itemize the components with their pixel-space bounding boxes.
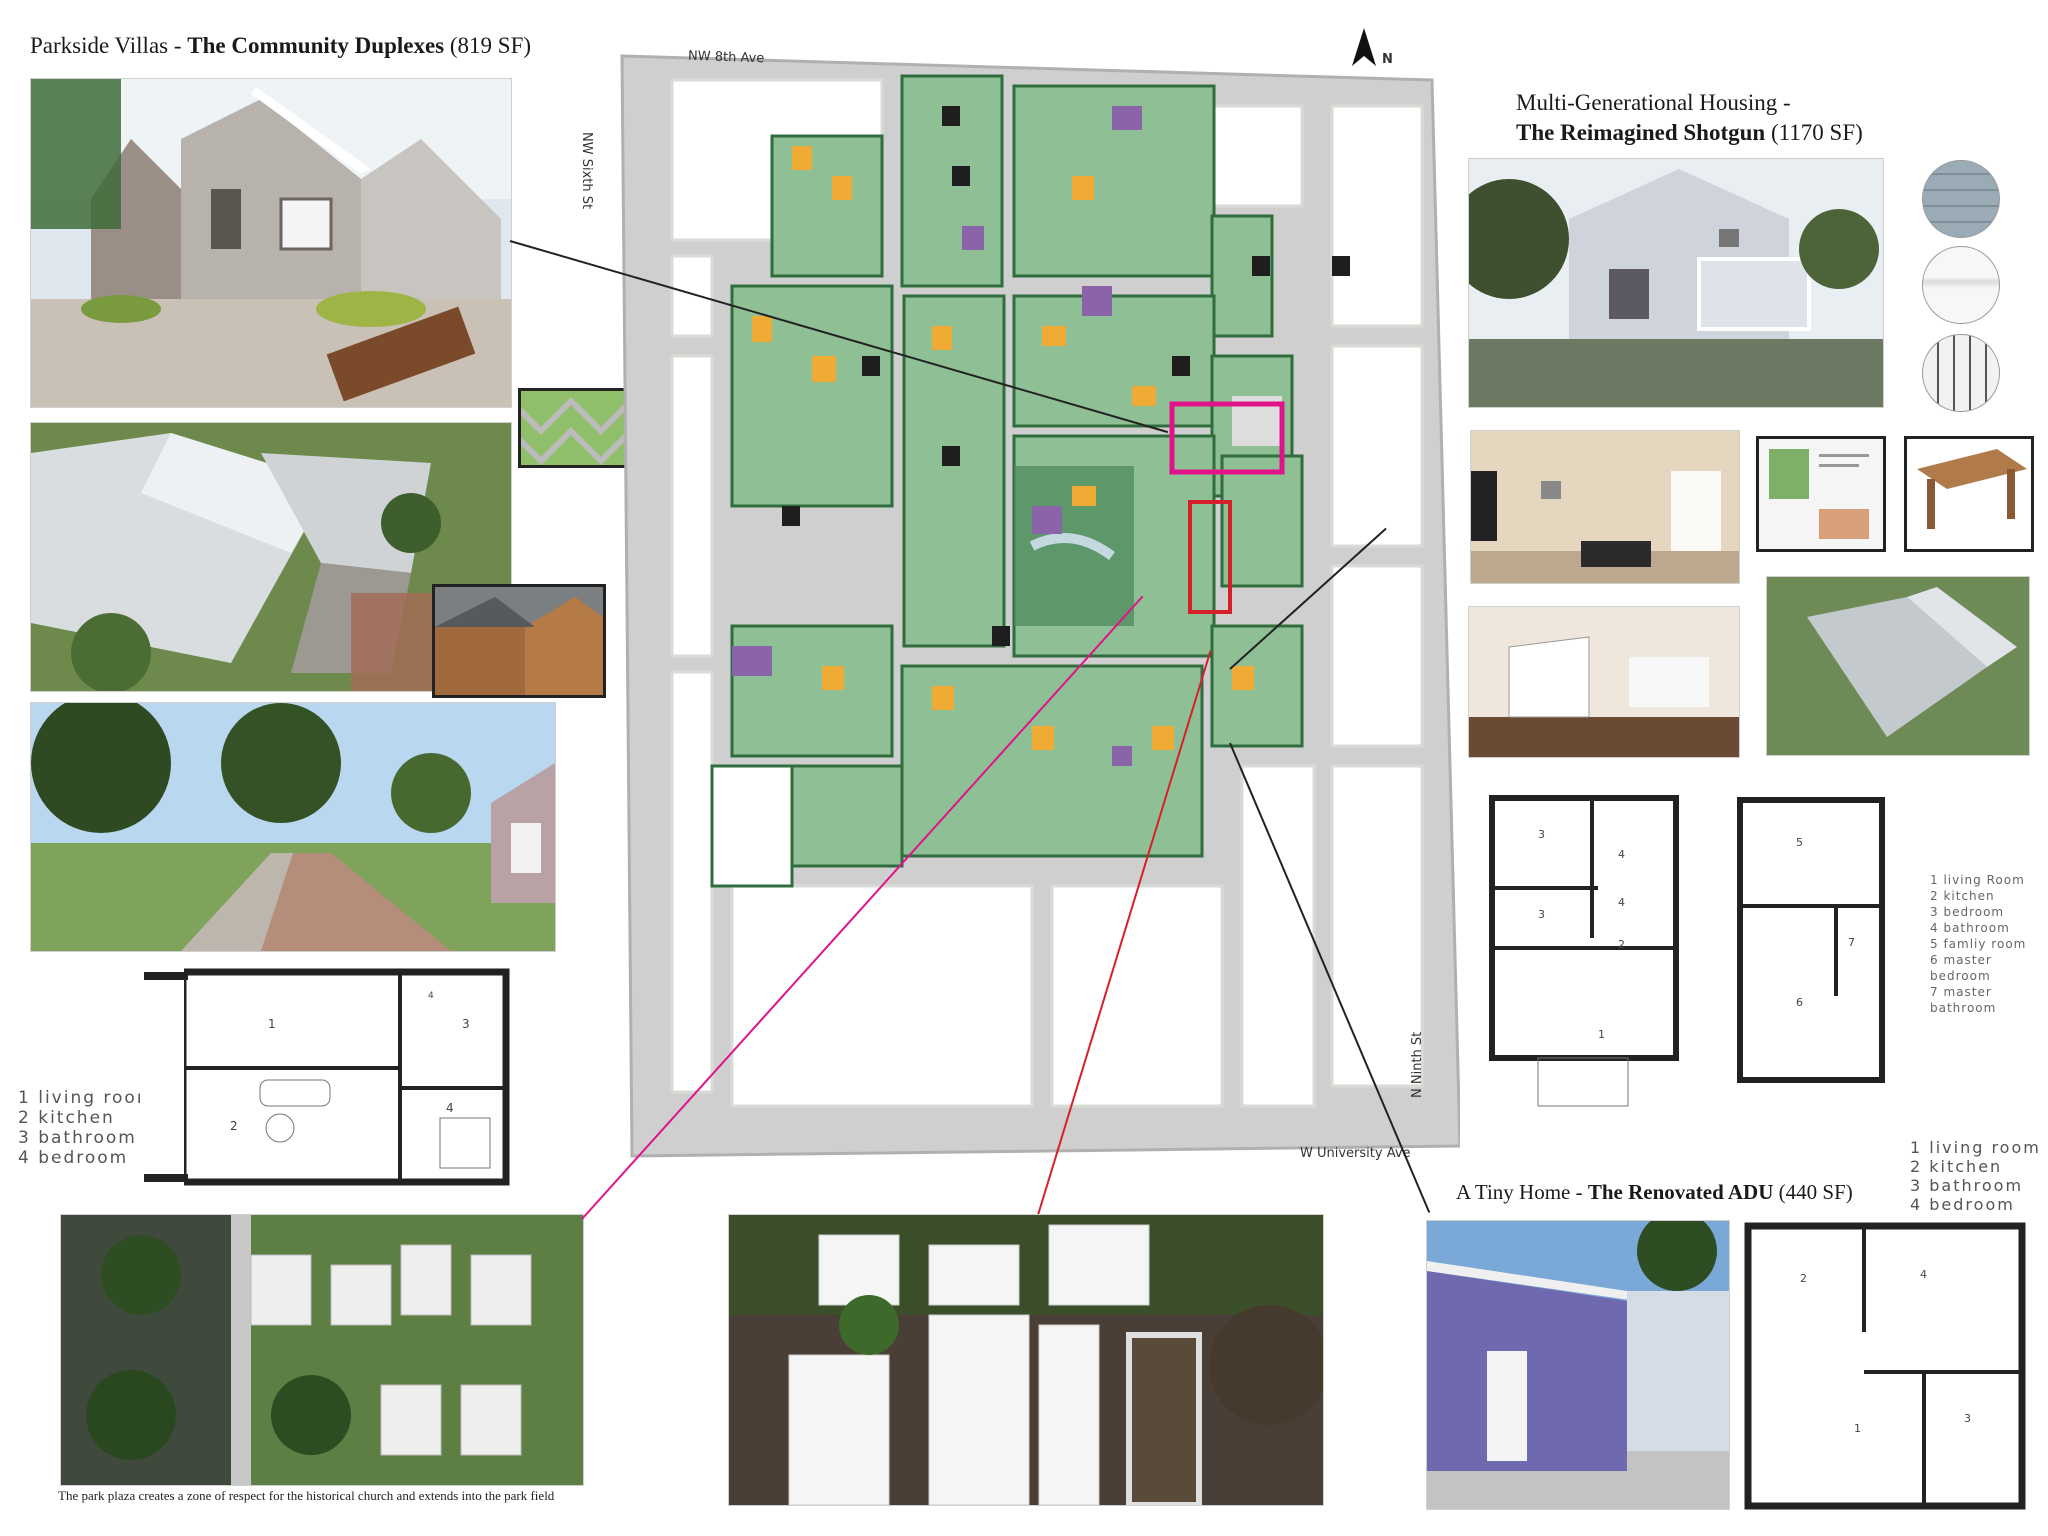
park-plaza-aerial: [60, 1214, 584, 1486]
shotgun-title-line1: Multi-Generational Housing -: [1516, 90, 1791, 115]
adu-plan-number: 1: [1854, 1422, 1861, 1435]
siding-swatch-vertical: [1922, 334, 2000, 412]
shotgun-render-exterior: [1468, 158, 1884, 408]
park-plaza-caption: The park plaza creates a zone of respect…: [58, 1488, 555, 1503]
duplex-detail-paver-inset: [518, 388, 628, 468]
adu-title: A Tiny Home - The Renovated ADU (440 SF): [1456, 1178, 1853, 1206]
duplex-floor-plan: 1 2 3 4 4: [140, 968, 510, 1186]
shotgun-detail-porch: [1904, 436, 2034, 552]
shotgun-legend-item: 4 bathroom: [1930, 921, 2010, 935]
shotgun-floor-plan-2: 5 7 6: [1736, 796, 1886, 1086]
duplex-title: Parkside Villas - The Community Duplexes…: [30, 32, 531, 60]
shotgun-plan1-number: 2: [1618, 938, 1625, 951]
adu-plan-number: 2: [1800, 1272, 1807, 1285]
duplex-legend-item: 1 living room: [18, 1088, 156, 1108]
shotgun-title-bold: The Reimagined Shotgun: [1516, 120, 1766, 145]
adu-legend: 1 living room 2 kitchen 3 bathroom 4 bed…: [1910, 1138, 2041, 1214]
duplex-title-bold: The Community Duplexes: [187, 33, 445, 58]
adu-legend-item: 3 bathroom: [1910, 1176, 2024, 1195]
shotgun-legend-item: 1 living Room: [1930, 873, 2025, 887]
shotgun-plan2-number: 7: [1848, 936, 1855, 949]
shotgun-render-living: [1470, 430, 1740, 584]
adu-floor-plan: 2 4 1 3: [1744, 1222, 2026, 1510]
shotgun-legend-item: 6 master bedroom: [1930, 953, 1992, 983]
duplex-plan-number: 2: [230, 1119, 238, 1133]
shotgun-title-line2: The Reimagined Shotgun (1170 SF): [1516, 118, 1863, 148]
duplex-plan-number: 4: [428, 991, 434, 1001]
adu-plan-number: 3: [1964, 1412, 1971, 1425]
duplex-legend-item: 2 kitchen: [18, 1108, 115, 1128]
adu-legend-item: 2 kitchen: [1910, 1157, 2003, 1176]
shotgun-legend-item: 5 famliy room: [1930, 937, 2027, 951]
north-arrow-icon: [1348, 26, 1398, 68]
siding-swatch-blue: [1922, 160, 2000, 238]
north-label: N: [1382, 52, 1393, 67]
duplex-detail-roof-inset: [432, 584, 606, 698]
adu-block-aerial: [728, 1214, 1324, 1506]
shotgun-render-interior-stair: [1468, 606, 1740, 758]
duplex-plan-number: 1: [268, 1017, 276, 1031]
adu-plan-number: 4: [1920, 1268, 1927, 1281]
shotgun-plan2-number: 6: [1796, 996, 1803, 1009]
adu-title-size: (440 SF): [1773, 1180, 1853, 1204]
shotgun-floor-plan-1: 3 4 3 4 2 1: [1488, 778, 1680, 1108]
adu-title-bold: The Renovated ADU: [1587, 1180, 1774, 1204]
shotgun-render-roof-aerial: [1766, 576, 2030, 756]
shotgun-plan1-number: 3: [1538, 908, 1545, 921]
street-label-top: NW 8th Ave: [687, 48, 765, 67]
adu-title-prefix: A Tiny Home -: [1456, 1180, 1588, 1204]
street-label-right: N Ninth St: [1410, 1031, 1425, 1098]
shotgun-plan1-number: 4: [1618, 848, 1625, 861]
adu-legend-item: 4 bedroom: [1910, 1195, 2015, 1214]
duplex-render-courtyard: [30, 78, 512, 408]
shotgun-title: Multi-Generational Housing - The Reimagi…: [1516, 88, 1863, 148]
duplex-plan-number: 3: [462, 1017, 470, 1031]
adu-legend-item: 1 living room: [1910, 1138, 2041, 1157]
shotgun-detail-rain-garden: [1756, 436, 1886, 552]
duplex-plan-number: 4: [446, 1101, 454, 1115]
adu-render-exterior: [1426, 1220, 1730, 1510]
duplex-legend-item: 4 bedroom: [18, 1148, 129, 1168]
duplex-legend-item: 3 bathroom: [18, 1128, 137, 1148]
shotgun-legend: 1 living Room 2 kitchen 3 bedroom 4 bath…: [1930, 872, 2048, 1016]
neighborhood-map: [612, 26, 1462, 1176]
street-label-left: NW Sixth St: [579, 132, 594, 210]
shotgun-legend-item: 2 kitchen: [1930, 889, 1995, 903]
shotgun-plan2-number: 5: [1796, 836, 1803, 849]
shotgun-legend-item: 3 bedroom: [1930, 905, 2005, 919]
siding-swatch-white: [1922, 246, 2000, 324]
duplex-render-street: [30, 702, 556, 952]
shotgun-plan1-number: 4: [1618, 896, 1625, 909]
shotgun-title-size: (1170 SF): [1765, 120, 1863, 145]
shotgun-plan1-number: 3: [1538, 828, 1545, 841]
duplex-title-size: (819 SF): [444, 33, 532, 58]
duplex-legend: 1 living room 2 kitchen 3 bathroom 4 bed…: [18, 1088, 155, 1168]
shotgun-plan1-number: 1: [1598, 1028, 1605, 1041]
street-label-bottom: W University Ave: [1300, 1146, 1411, 1161]
duplex-title-prefix: Parkside Villas -: [30, 33, 188, 58]
shotgun-legend-item: 7 master bathroom: [1930, 985, 1997, 1015]
